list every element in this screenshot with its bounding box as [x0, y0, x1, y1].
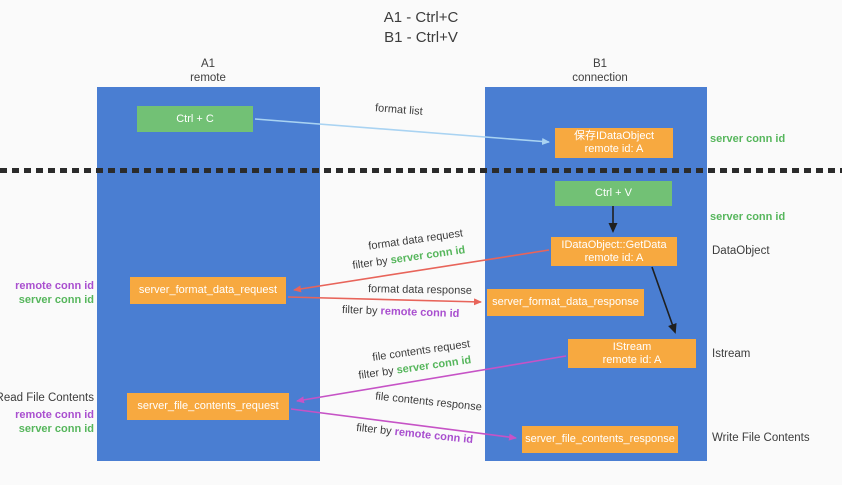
- node-getdata-line1: IDataObject::GetData: [561, 238, 667, 251]
- side-label-server-conn-id-top: server conn id: [710, 133, 785, 145]
- lifeline-header-b1: B1 connection: [550, 57, 650, 85]
- side-label-server-conn-id-mid-text: server conn id: [710, 211, 786, 223]
- side-label-server-conn-id-mid: server conn id: [710, 211, 785, 223]
- side-label-istream-text: Istream: [712, 348, 751, 360]
- left-label-read-file-contents: Read File Contents: [0, 392, 94, 404]
- left-labels-file: Read File Contents remote conn id server…: [0, 391, 94, 436]
- node-save-dataobject-line1: 保存IDataObject: [573, 130, 655, 142]
- node-server-file-contents-request-label: server_file_contents_request: [137, 400, 279, 412]
- node-server-format-data-response-label: server_format_data_response: [492, 296, 639, 308]
- left-label-remote-conn-id-2: remote conn id: [15, 409, 94, 421]
- remote-conn-id-text: remote conn id: [380, 305, 460, 321]
- lifeline-a1-subtitle: remote: [190, 72, 226, 84]
- node-server-format-data-response: server_format_data_response: [487, 289, 644, 316]
- left-label-server-conn-id-1: server conn id: [18, 294, 94, 306]
- diagram-title: A1 - Ctrl+C B1 - Ctrl+V: [0, 8, 842, 48]
- remote-conn-id-text: remote conn id: [393, 425, 474, 447]
- left-label-server-conn-id-2: server conn id: [18, 423, 94, 435]
- lifeline-b1-name: B1: [592, 58, 608, 70]
- side-label-istream: Istream: [712, 348, 750, 360]
- label-filter-remote-conn-2: filter by remote conn id: [356, 422, 474, 446]
- label-file-contents-response: file contents response: [375, 390, 483, 413]
- lifeline-b1-subtitle: connection: [572, 72, 628, 84]
- node-istream-line1: IStream: [612, 340, 652, 353]
- lifeline-a1-name: A1: [200, 58, 216, 70]
- side-label-server-conn-id-top-text: server conn id: [710, 133, 786, 145]
- node-istream: IStream remote id: A: [568, 339, 696, 368]
- left-labels-format: remote conn id server conn id: [0, 279, 94, 307]
- label-format-list: format list: [375, 102, 423, 118]
- node-ctrl-c: Ctrl + C: [137, 106, 253, 132]
- node-server-file-contents-response-label: server_file_contents_response: [525, 433, 675, 445]
- node-server-file-contents-response: server_file_contents_response: [522, 426, 678, 453]
- title-line-1: A1 - Ctrl+C: [383, 9, 459, 26]
- side-label-write-file-contents: Write File Contents: [712, 432, 810, 444]
- title-line-2: B1 - Ctrl+V: [384, 29, 458, 46]
- side-label-dataobject: DataObject: [712, 245, 770, 257]
- node-ctrl-v: Ctrl + V: [555, 181, 672, 206]
- node-ctrl-v-label: Ctrl + V: [595, 187, 632, 199]
- filter-by-text: filter by: [357, 364, 398, 382]
- filter-by-text: filter by: [355, 421, 396, 438]
- label-filter-remote-conn-1: filter by remote conn id: [342, 304, 460, 320]
- node-save-dataobject-line2: remote id: A: [584, 143, 644, 155]
- label-file-contents-response-text: file contents response: [374, 390, 483, 414]
- node-getdata: IDataObject::GetData remote id: A: [551, 237, 677, 266]
- label-format-data-response-text: format data response: [367, 283, 473, 297]
- node-server-file-contents-request: server_file_contents_request: [127, 393, 289, 420]
- filter-by-text: filter by: [351, 254, 392, 272]
- node-server-format-data-request-label: server_format_data_request: [138, 284, 278, 296]
- node-save-dataobject: 保存IDataObject remote id: A: [555, 128, 673, 158]
- side-label-write-file-contents-text: Write File Contents: [712, 432, 810, 444]
- filter-by-text: filter by: [341, 303, 381, 318]
- label-format-data-response: format data response: [368, 283, 472, 297]
- node-server-format-data-request: server_format_data_request: [130, 277, 286, 304]
- left-label-remote-conn-id-1: remote conn id: [15, 280, 94, 292]
- node-ctrl-c-label: Ctrl + C: [176, 112, 214, 125]
- label-format-list-text: format list: [374, 102, 424, 118]
- lifeline-header-a1: A1 remote: [158, 57, 258, 85]
- node-getdata-line2: remote id: A: [584, 251, 644, 264]
- dotted-divider: [0, 168, 842, 173]
- node-istream-line2: remote id: A: [602, 353, 662, 366]
- side-label-dataobject-text: DataObject: [712, 245, 770, 257]
